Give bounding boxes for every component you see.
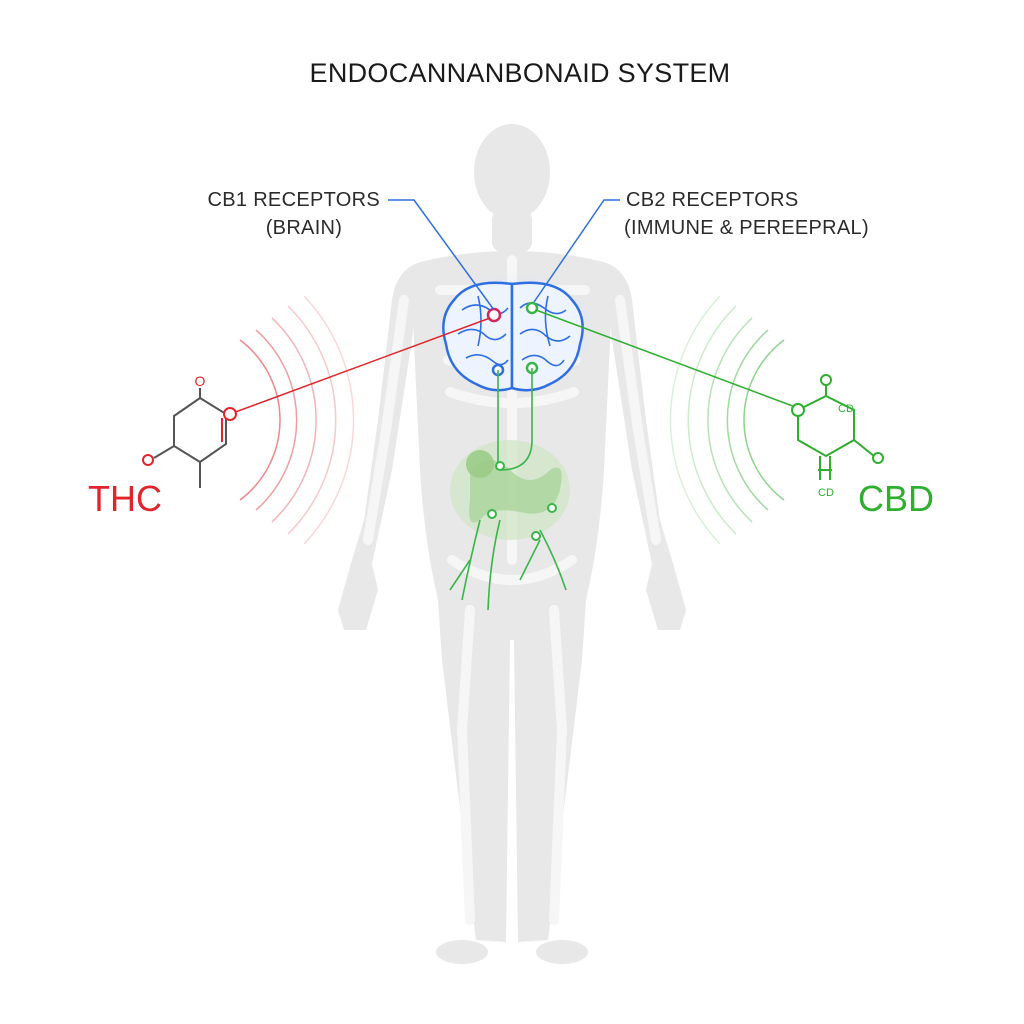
diagram-title: ENDOCANNANBONAID SYSTEM: [310, 58, 731, 88]
thc-atom-o: O: [195, 373, 206, 389]
gut-network: [449, 368, 570, 611]
cbd-top-node: [820, 374, 832, 386]
thc-hydroxyl-node: [142, 454, 154, 466]
cbd-label: CBD: [858, 478, 934, 519]
cbd-link-line: [535, 309, 799, 409]
cb1-sublabel: (BRAIN): [266, 217, 343, 239]
cb2-leader: [533, 199, 620, 303]
cbd-link-node: [791, 403, 805, 417]
cbd-side-node: [872, 452, 884, 464]
cbd-molecule: [797, 384, 875, 480]
cbd-atom-tag-2: CD: [818, 487, 834, 499]
cbd-signal-arcs: [669, 295, 785, 545]
cb1-receptor-node: [486, 307, 502, 323]
thc-molecule: [153, 388, 227, 488]
thc-signal-arcs: [239, 295, 355, 545]
cb2-receptor-node: [525, 301, 539, 315]
thc-link-line: [229, 317, 491, 415]
brain: [434, 270, 598, 394]
cb1-label: CB1 RECEPTORS: [208, 189, 380, 211]
cb1-leader: [388, 199, 495, 311]
thc-oxygen-node: [223, 407, 237, 421]
cbd-atom-tag-1: CD: [838, 403, 854, 415]
cb2-sublabel: (IMMUNE & PEREEPRAL): [624, 217, 869, 239]
thc-label: THC: [88, 478, 162, 519]
cb2-label: CB2 RECEPTORS: [626, 189, 798, 211]
